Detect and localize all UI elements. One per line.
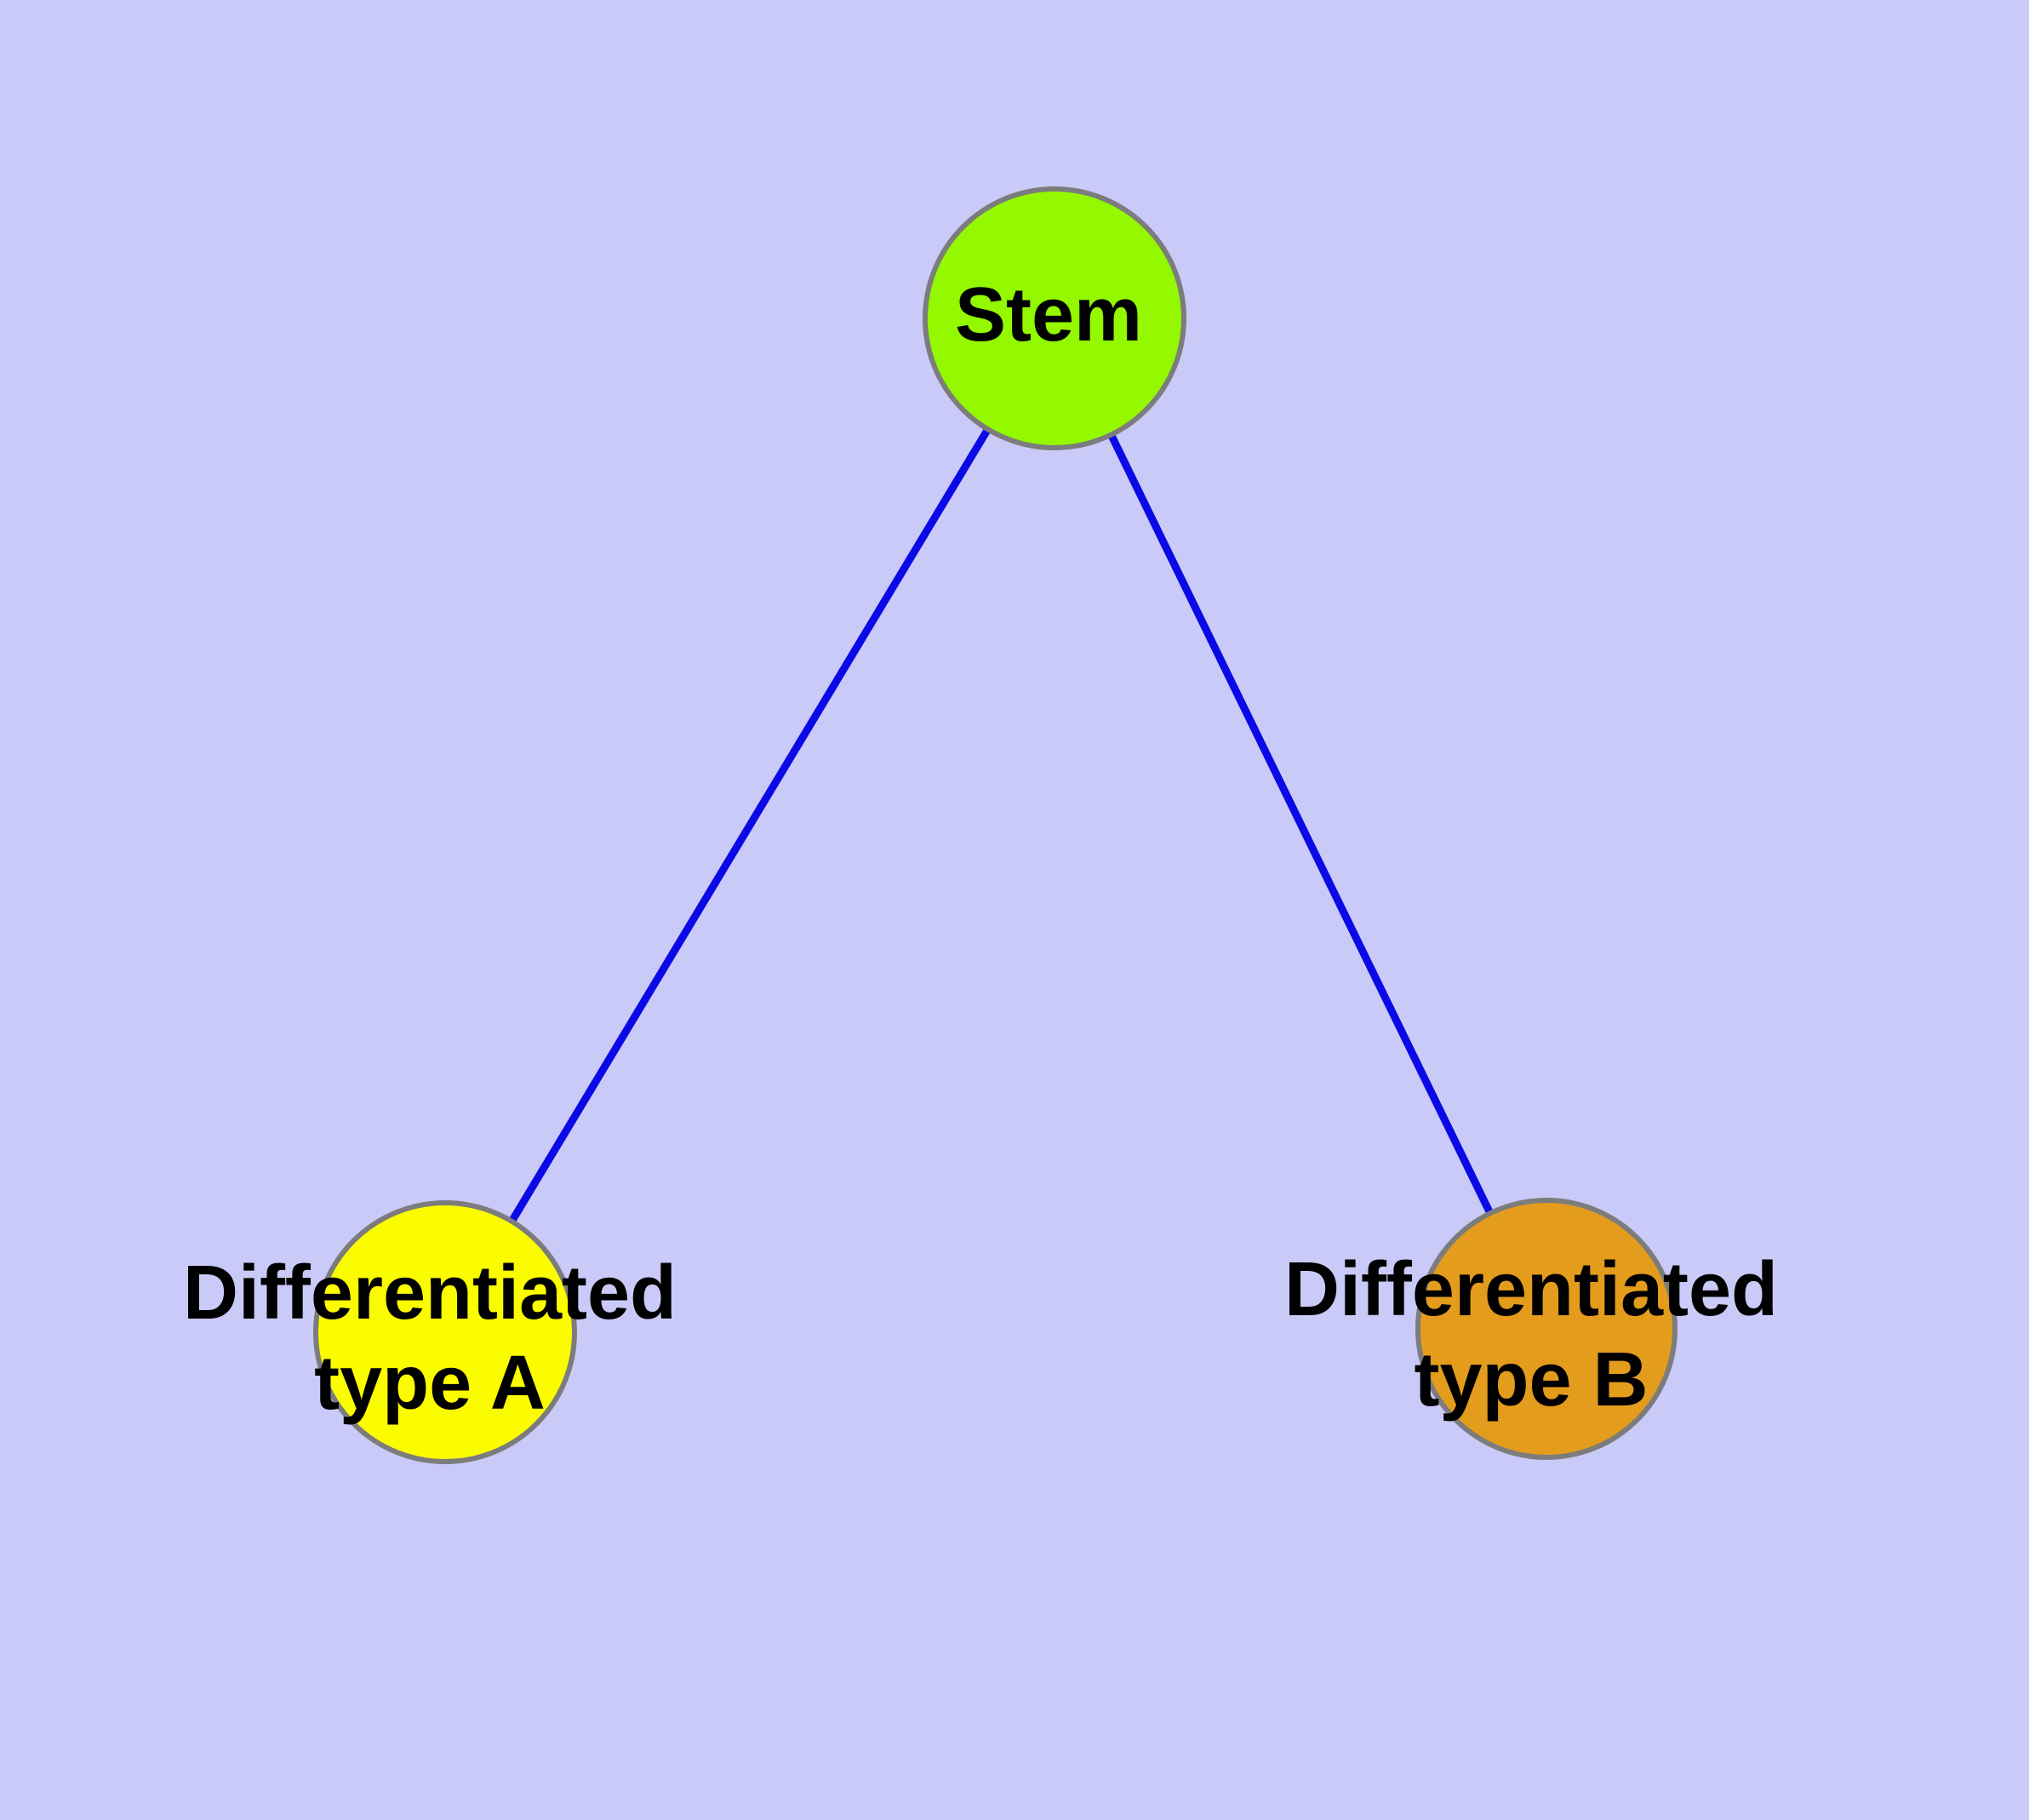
node-differentiated-type-b[interactable]: Differentiated type B — [1284, 1198, 1778, 1460]
node-differentiated-type-a-circle[interactable] — [313, 1200, 577, 1464]
node-stem-label: Stem — [955, 272, 1142, 358]
node-differentiated-type-b-label-line2: type B — [1414, 1337, 1648, 1422]
node-differentiated-type-a[interactable]: Differentiated type A — [183, 1200, 677, 1464]
node-differentiated-type-b-label-line1: Differentiated — [1284, 1247, 1778, 1332]
node-differentiated-type-b-circle[interactable] — [1415, 1198, 1677, 1460]
node-stem-circle[interactable] — [923, 186, 1186, 450]
edge-stem-to-type-a — [442, 316, 1058, 1335]
node-differentiated-type-a-label-line2: type A — [314, 1341, 546, 1426]
node-differentiated-type-a-label-line1: Differentiated — [183, 1251, 677, 1336]
edge-stem-to-type-b — [1050, 317, 1551, 1331]
edge-group — [442, 316, 1551, 1335]
node-stem[interactable]: Stem — [923, 186, 1186, 450]
